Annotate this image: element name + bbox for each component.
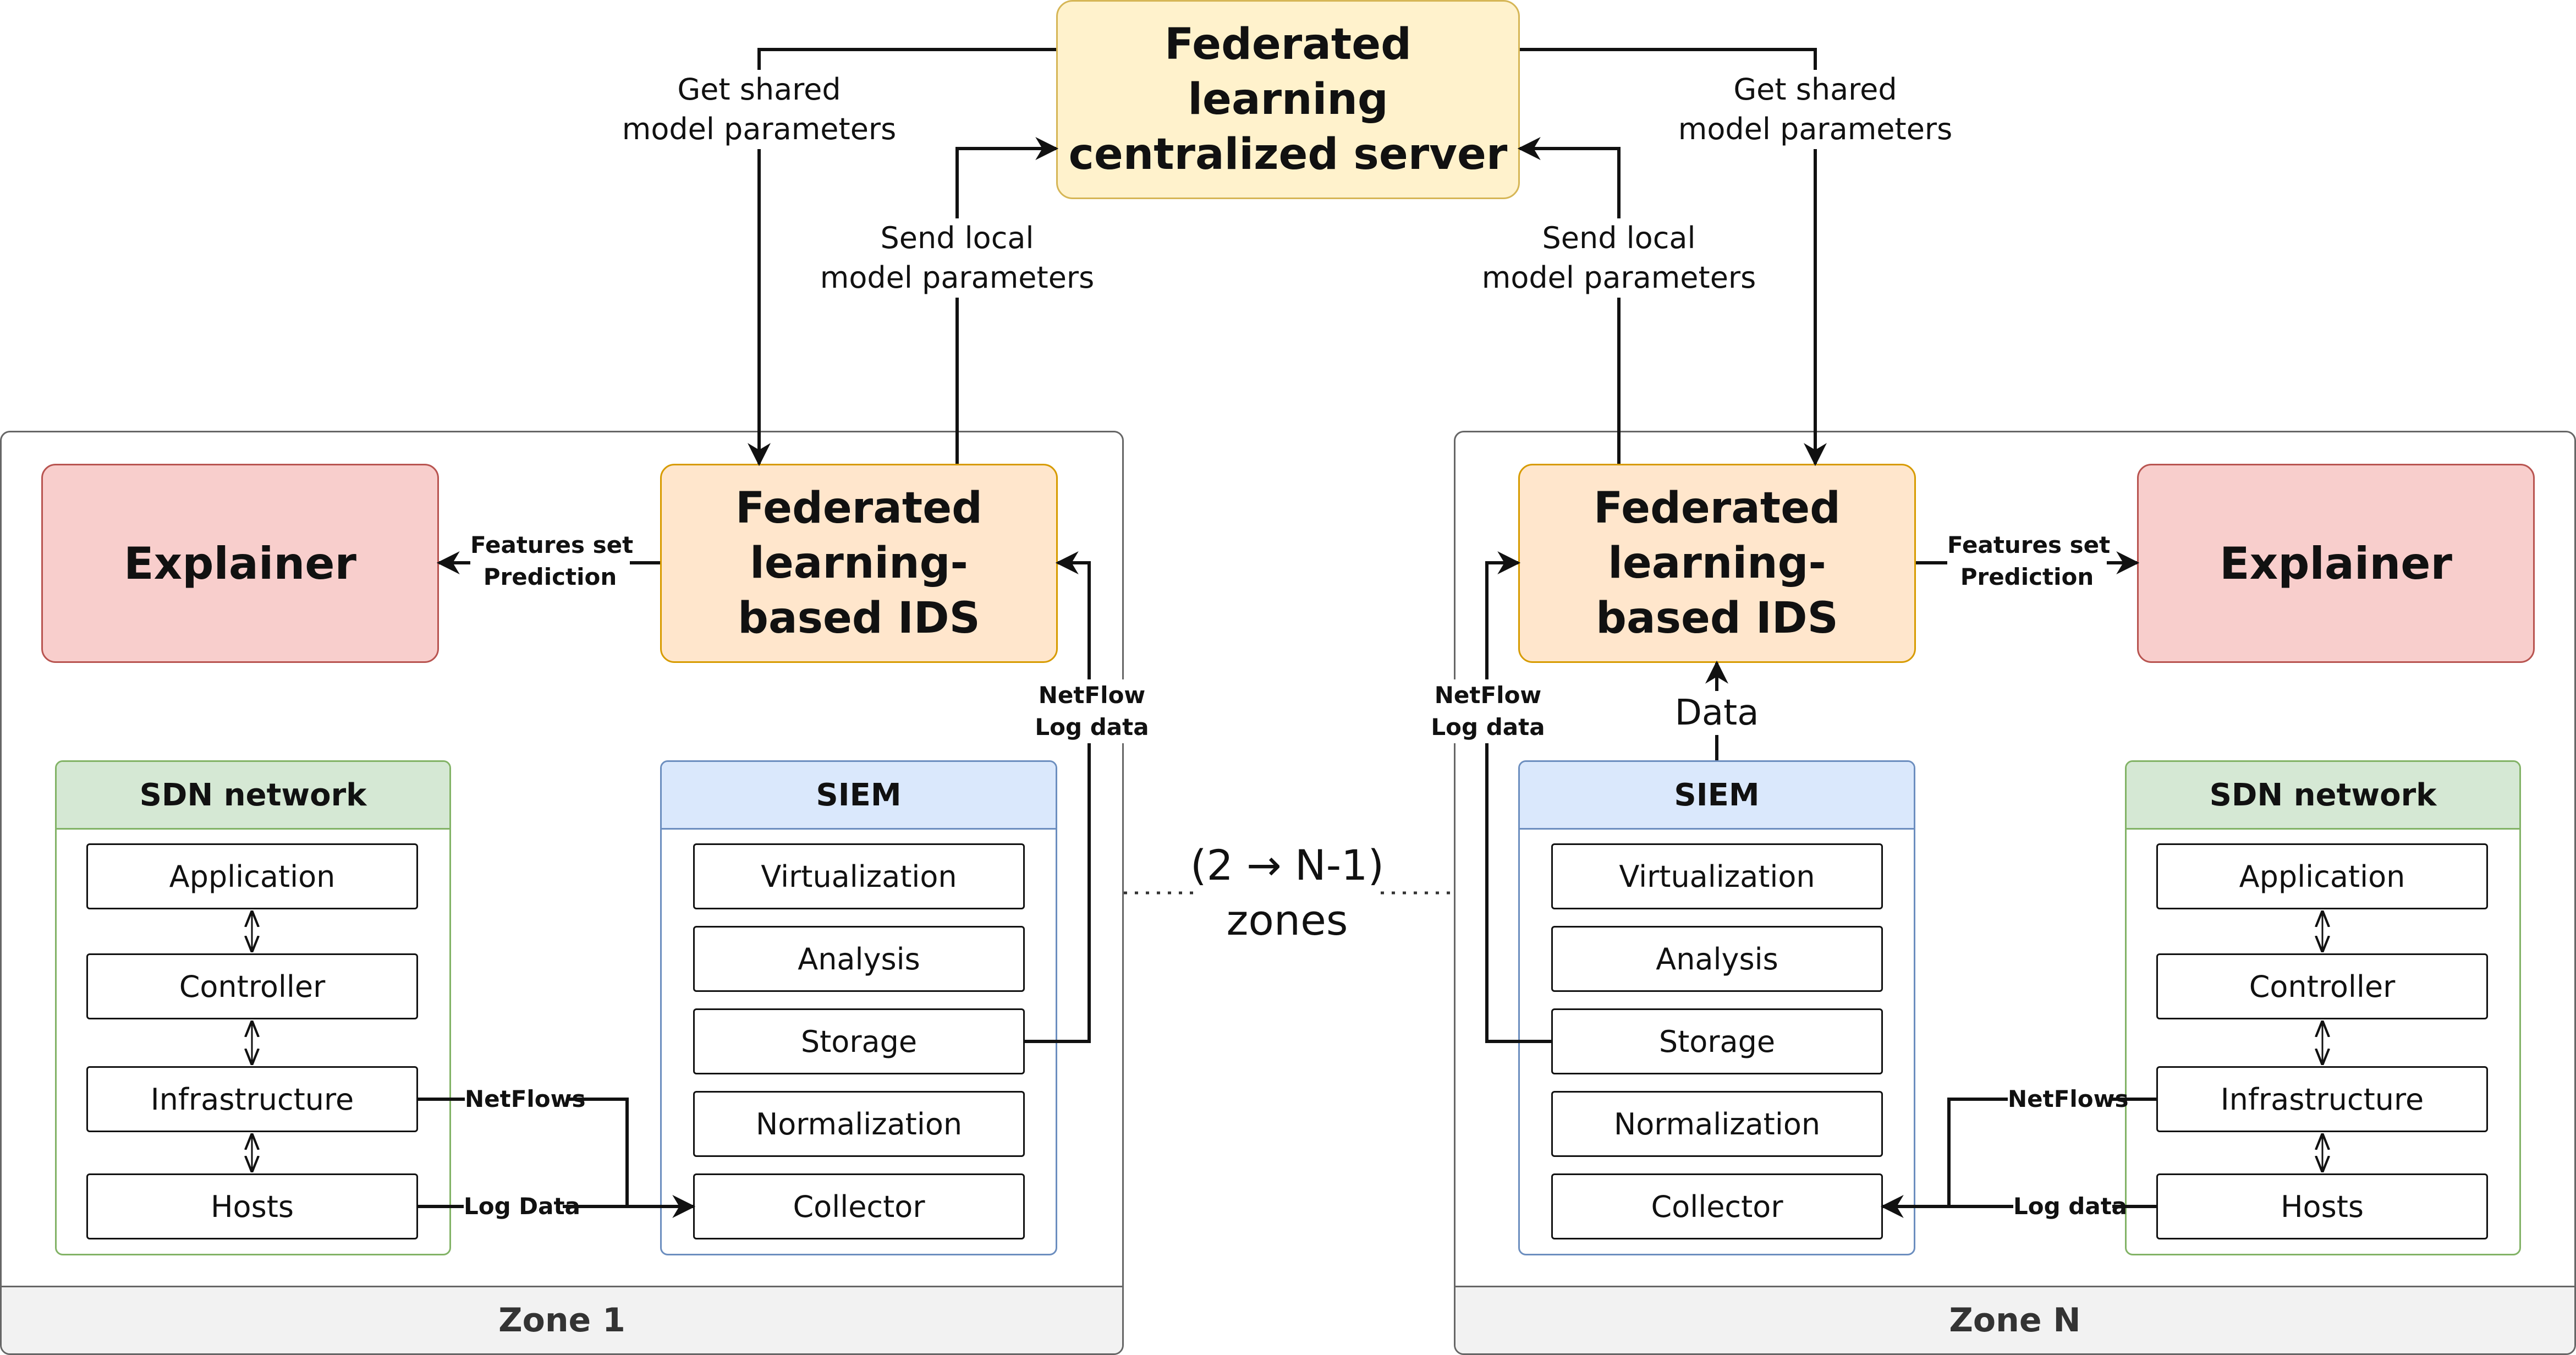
zone-1-siem: SIEM — [660, 760, 1057, 1255]
zone-1-ids-line2: based IDS — [738, 594, 980, 643]
zone-n-get-shared-label: Get shared model parameters — [1667, 70, 1964, 149]
server-title-line1: Federated learning — [1165, 20, 1411, 124]
zone-n-netflow-arrow — [1485, 551, 1551, 1043]
zone-1-siem-virtualization: Virtualization — [693, 843, 1025, 909]
zone-n-netflows-label: NetFlows — [2008, 1083, 2128, 1115]
zone-1-send-local-label: Send local model parameters — [814, 218, 1100, 298]
intermediate-zones-label: (2 → N-1) zones — [1190, 841, 1385, 945]
zone-n-siem-storage: Storage — [1551, 1008, 1883, 1074]
zone-n-logdata-label: Log data — [2013, 1191, 2127, 1222]
zone-n-siem-virtualization: Virtualization — [1551, 843, 1883, 909]
zone-n-features-label: Features set Prediction — [1947, 529, 2110, 593]
zone-1-siem-title: SIEM — [662, 762, 1056, 830]
zone-1-features-label: Features set Prediction — [470, 529, 633, 593]
zone-n-siem-analysis: Analysis — [1551, 926, 1883, 992]
zone-n-ids: Federated learning- based IDS — [1518, 464, 1916, 663]
zone-1-get-shared-arrow — [748, 48, 1056, 467]
zone-n-send-local-label: Send local model parameters — [1476, 218, 1762, 298]
zone-1-logdata-label: Log Data — [464, 1191, 580, 1222]
zone-n-explainer: Explainer — [2137, 464, 2535, 663]
zone-1-siem-analysis: Analysis — [693, 926, 1025, 992]
zone-n-get-shared-arrow — [1520, 48, 1827, 467]
zone-1-send-local-arrow — [955, 137, 1059, 464]
zone-n-sdn-infrastructure: Infrastructure — [2156, 1066, 2488, 1132]
zone-1-siem-normalization: Normalization — [693, 1091, 1025, 1157]
zone-1-ids-line1: Federated learning- — [735, 484, 982, 588]
federated-learning-server: Federated learning centralized server — [1056, 0, 1520, 199]
zone-1-ids: Federated learning- based IDS — [660, 464, 1058, 663]
zone-1-explainer-label: Explainer — [123, 537, 356, 589]
zone-n-sdn-title: SDN network — [2127, 762, 2519, 830]
server-title-line2: centralized server — [1068, 130, 1508, 179]
zone-1-netflow-label: NetFlow Log data — [1034, 679, 1150, 743]
zone-n-siem-title: SIEM — [1520, 762, 1914, 830]
zone-1-sdn-controller: Controller — [86, 953, 418, 1019]
zone-n-ids-line2: based IDS — [1596, 594, 1838, 643]
zone-n-netflow-label: NetFlow Log data — [1430, 679, 1546, 743]
zone-n-label: Zone N — [1455, 1286, 2574, 1353]
zone-1-sdn-infrastructure: Infrastructure — [86, 1066, 418, 1132]
zone-n-siem: SIEM — [1518, 760, 1915, 1255]
zone-1-siem-storage: Storage — [693, 1008, 1025, 1074]
zone-1-siem-collector: Collector — [693, 1173, 1025, 1239]
zone-n-siem-collector: Collector — [1551, 1173, 1883, 1239]
zone-n-send-local-arrow — [1517, 137, 1621, 464]
zone-n-data-label: Data — [1667, 691, 1766, 735]
zone-n-sdn-controller: Controller — [2156, 953, 2488, 1019]
zone-n-ids-line1: Federated learning- — [1594, 484, 1841, 588]
zone-1-explainer: Explainer — [41, 464, 439, 663]
zone-1-sdn-application: Application — [86, 843, 418, 909]
zone-n-explainer-label: Explainer — [2219, 537, 2452, 589]
zone-1-label: Zone 1 — [2, 1286, 1122, 1353]
zone-n-sdn-application: Application — [2156, 843, 2488, 909]
zone-1-netflow-arrow — [1025, 551, 1091, 1043]
zone-1-sdn-title: SDN network — [57, 762, 449, 830]
zone-n-sdn-hosts: Hosts — [2156, 1173, 2488, 1239]
zone-1-sdn-hosts: Hosts — [86, 1173, 418, 1239]
zone-1-netflows-label: NetFlows — [465, 1083, 585, 1115]
zone-n-siem-normalization: Normalization — [1551, 1091, 1883, 1157]
zone-1-get-shared-label: Get shared model parameters — [611, 70, 908, 149]
